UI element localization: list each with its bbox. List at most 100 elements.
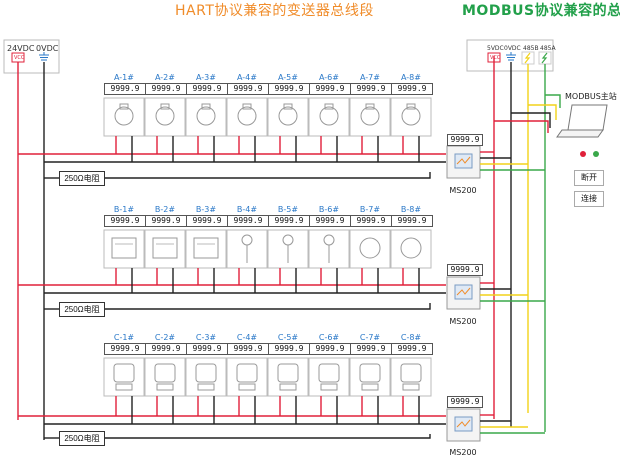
device-reading: 9999.9 — [104, 343, 146, 355]
device-label: B-6# — [318, 205, 340, 214]
device-label: C-3# — [195, 333, 217, 342]
transmitter-housing-icon — [318, 363, 340, 383]
transmitter-flow-icon — [359, 237, 381, 259]
resistor-box: 250Ω电阻 — [59, 431, 105, 446]
transmitter-head-icon — [365, 103, 375, 110]
transmitter-box — [144, 97, 186, 137]
device-reading: 9999.9 — [350, 215, 392, 227]
transmitter-flange-icon — [402, 383, 420, 391]
transmitter-flow-icon — [400, 237, 422, 259]
ms200-reading: 9999.9 — [447, 396, 483, 408]
transmitter-dial-icon — [319, 106, 339, 126]
master-link-black — [511, 112, 551, 128]
device-reading: 9999.9 — [227, 83, 269, 95]
ms200-trend-icon — [456, 156, 471, 165]
device-label: A-3# — [196, 73, 216, 82]
vcc-left-label: VCC — [14, 55, 25, 61]
transmitter-case-icon — [152, 237, 178, 259]
ms200-label: MS200 — [449, 317, 477, 326]
device-label: B-4# — [236, 205, 258, 214]
transmitter-dial-icon — [155, 106, 175, 126]
ms200-trend-icon — [456, 419, 471, 428]
device-reading: 9999.9 — [145, 343, 187, 355]
transmitter-housing-icon — [277, 363, 299, 383]
device-label: C-8# — [400, 333, 422, 342]
device-label: C-7# — [359, 333, 381, 342]
transmitter-housing-icon — [195, 363, 217, 383]
transmitter-flange-icon — [279, 383, 297, 391]
laptop-screen — [567, 104, 608, 131]
device-reading: 9999.9 — [104, 83, 146, 95]
power-485a-label: 485A — [540, 45, 556, 52]
transmitter-housing-icon — [154, 363, 176, 383]
device-label: A-2# — [155, 73, 175, 82]
device-label: C-1# — [113, 333, 135, 342]
device-reading: 9999.9 — [350, 343, 392, 355]
transmitter-dial-icon — [196, 106, 216, 126]
device-label: A-5# — [278, 73, 298, 82]
device-reading: 9999.9 — [309, 343, 351, 355]
resistor-box: 250Ω电阻 — [59, 171, 105, 186]
device-label: A-4# — [237, 73, 257, 82]
hart-title: HART协议兼容的变送器总线段 — [175, 3, 374, 19]
device-reading: 9999.9 — [268, 83, 310, 95]
transmitter-head-icon — [242, 103, 252, 110]
transmitter-dial-icon — [278, 106, 298, 126]
transmitter-housing-icon — [236, 363, 258, 383]
transmitter-housing-icon — [113, 363, 135, 383]
device-label: A-1# — [114, 73, 134, 82]
transmitter-dial-icon — [114, 106, 134, 126]
device-label: B-8# — [400, 205, 422, 214]
transmitter-flange-icon — [197, 383, 215, 391]
power-485b-label: 485B — [523, 45, 539, 52]
transmitter-head-icon — [201, 103, 211, 110]
transmitter-box — [185, 229, 227, 269]
connect-button[interactable]: 连接 — [574, 191, 604, 207]
transmitter-head-icon — [160, 103, 170, 110]
device-label: B-2# — [154, 205, 176, 214]
device-reading: 9999.9 — [309, 215, 351, 227]
transmitter-flange-icon — [238, 383, 256, 391]
b485-bolt — [524, 52, 531, 64]
ms200-label: MS200 — [449, 448, 477, 457]
device-reading: 9999.9 — [309, 83, 351, 95]
resistor-lead-right — [103, 303, 431, 310]
transmitter-dial-icon — [360, 106, 380, 126]
resistor-lead-right — [103, 434, 431, 439]
transmitter-housing-icon — [400, 363, 422, 383]
device-reading: 9999.9 — [391, 83, 433, 95]
master-link-yellow — [528, 104, 557, 120]
device-label: B-1# — [113, 205, 135, 214]
status-red-dot — [580, 151, 586, 157]
laptop-base — [556, 129, 604, 138]
transmitter-head-icon — [324, 103, 334, 110]
power-24vdc-label: 24VDC — [7, 44, 35, 53]
transmitter-box — [144, 229, 186, 269]
power-0vdc-right-label: 0VDC — [504, 45, 521, 52]
device-label: A-7# — [360, 73, 380, 82]
transmitter-flange-icon — [115, 383, 133, 391]
device-reading: 9999.9 — [104, 215, 146, 227]
device-reading: 9999.9 — [268, 343, 310, 355]
ms200-reading: 9999.9 — [447, 264, 483, 276]
ms200-label: MS200 — [449, 186, 477, 195]
transmitter-flange-icon — [361, 383, 379, 391]
power-0vdc-label: 0VDC — [36, 44, 59, 53]
a485-bolt — [541, 52, 548, 64]
device-reading: 9999.9 — [350, 83, 392, 95]
vcc-right-label: VCC — [490, 55, 501, 61]
modbus-master-label: MODBUS主站 — [565, 92, 617, 101]
status-green-dot — [593, 151, 599, 157]
device-reading: 9999.9 — [268, 215, 310, 227]
modbus-title: MODBUS协议兼容的总线段 — [462, 3, 620, 19]
device-reading: 9999.9 — [186, 215, 228, 227]
disconnect-button[interactable]: 断开 — [574, 170, 604, 186]
power-5vdc-label: 5VDC — [487, 45, 504, 52]
device-label: A-8# — [401, 73, 421, 82]
device-reading: 9999.9 — [227, 215, 269, 227]
ms200-trend-icon — [456, 287, 471, 296]
device-reading: 9999.9 — [186, 343, 228, 355]
master-link-green — [545, 94, 561, 108]
